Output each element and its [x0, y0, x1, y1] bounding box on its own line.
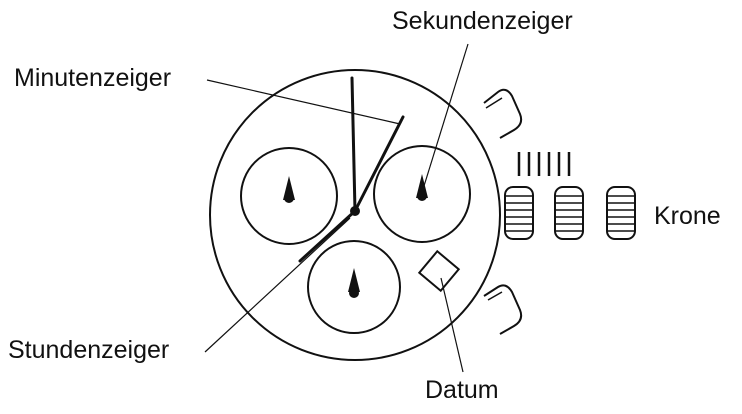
label-minute-hand: Minutenzeiger [14, 64, 172, 92]
watch-case [209, 69, 501, 361]
minute-hand [353, 115, 405, 213]
label-crown: Krone [654, 202, 721, 230]
subdial-bottom [307, 240, 401, 334]
leader-date [440, 277, 464, 373]
label-date: Datum [425, 376, 499, 404]
date-window [417, 249, 461, 293]
second-hand [350, 76, 357, 213]
subdial-bottom-hand [348, 268, 360, 292]
lower-pusher [483, 284, 523, 335]
center-pivot [350, 206, 360, 216]
subdial-right [373, 145, 471, 243]
subdial-left [240, 147, 338, 245]
label-second-hand: Sekundenzeiger [392, 7, 573, 35]
crown-position-3 [606, 186, 636, 240]
leader-second [423, 43, 469, 187]
label-hour-hand: Stundenzeiger [8, 336, 170, 364]
leader-hour [204, 217, 351, 353]
crown-position-marks [517, 152, 571, 176]
leader-minute [206, 79, 401, 125]
upper-pusher [483, 88, 523, 139]
crown-position-2 [554, 186, 584, 240]
hour-hand [298, 209, 357, 263]
crown-position-1 [504, 186, 534, 240]
